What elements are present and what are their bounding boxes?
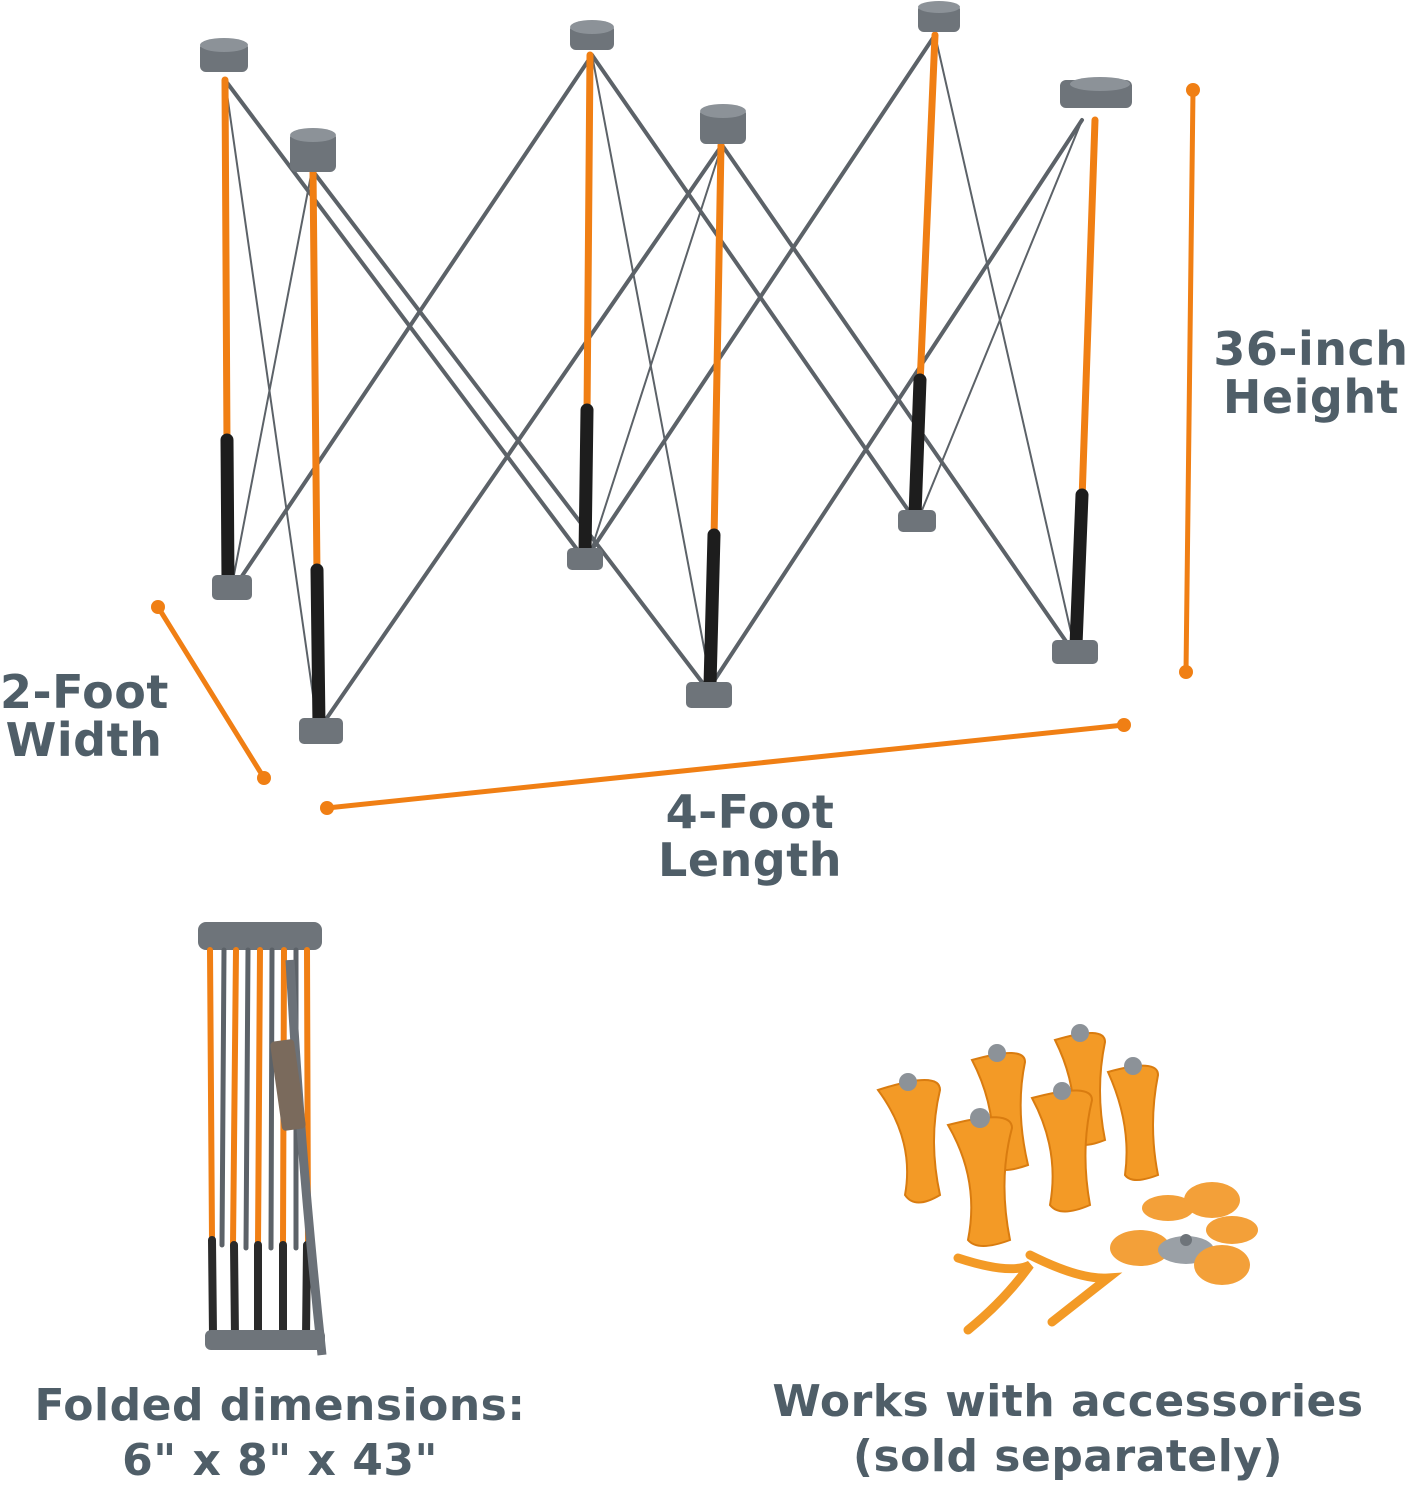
- accessory-discs: [1110, 1182, 1258, 1285]
- height-label-line2: Height: [1222, 370, 1400, 425]
- folded-caption-line2: 6" x 8" x 43": [122, 1435, 438, 1486]
- width-dimension-line: [151, 600, 271, 785]
- width-label: 2-Foot Width: [0, 668, 168, 765]
- leg-feet: [212, 510, 1098, 744]
- accessory-cone-4: [1106, 1057, 1160, 1181]
- height-label: 36-inch Height: [1212, 325, 1410, 422]
- width-label-line2: Width: [5, 713, 163, 768]
- length-label-line2: Length: [658, 833, 842, 888]
- leg-front-left: [309, 166, 326, 732]
- leg-front-right: [1069, 116, 1099, 652]
- accessory-cones: [876, 1024, 1160, 1247]
- folded-sawhorse: [198, 922, 327, 1356]
- height-dimension-line: [1179, 83, 1200, 679]
- dimension-lines: [151, 83, 1200, 815]
- width-label-line1: 2-Foot: [0, 665, 169, 719]
- sawhorse-legs: [220, 31, 1099, 732]
- folded-caption-line1: Folded dimensions:: [34, 1380, 526, 1431]
- length-dimension-line: [320, 718, 1131, 815]
- leg-top-caps: [200, 1, 1132, 172]
- leg-back-right: [908, 31, 939, 522]
- folded-caption: Folded dimensions: 6" x 8" x 43": [20, 1378, 540, 1488]
- leg-back-mid: [578, 51, 594, 562]
- accessory-cone-6: [946, 1108, 1014, 1247]
- accessory-cone-5: [1030, 1082, 1094, 1213]
- accessory-hooks: [953, 1250, 1123, 1335]
- sawhorse-frame: [223, 33, 1084, 731]
- accessories-caption-line1: Works with accessories: [772, 1376, 1364, 1427]
- accessory-cone-1: [876, 1073, 942, 1204]
- height-label-line1: 36-inch: [1213, 322, 1409, 376]
- leg-front-mid: [703, 141, 725, 692]
- accessories-caption-line2: (sold separately): [852, 1431, 1284, 1482]
- leg-back-left: [220, 76, 235, 587]
- accessories-caption: Works with accessories (sold separately): [758, 1374, 1378, 1484]
- length-label: 4-Foot Length: [630, 788, 870, 885]
- length-label-line1: 4-Foot: [665, 785, 835, 839]
